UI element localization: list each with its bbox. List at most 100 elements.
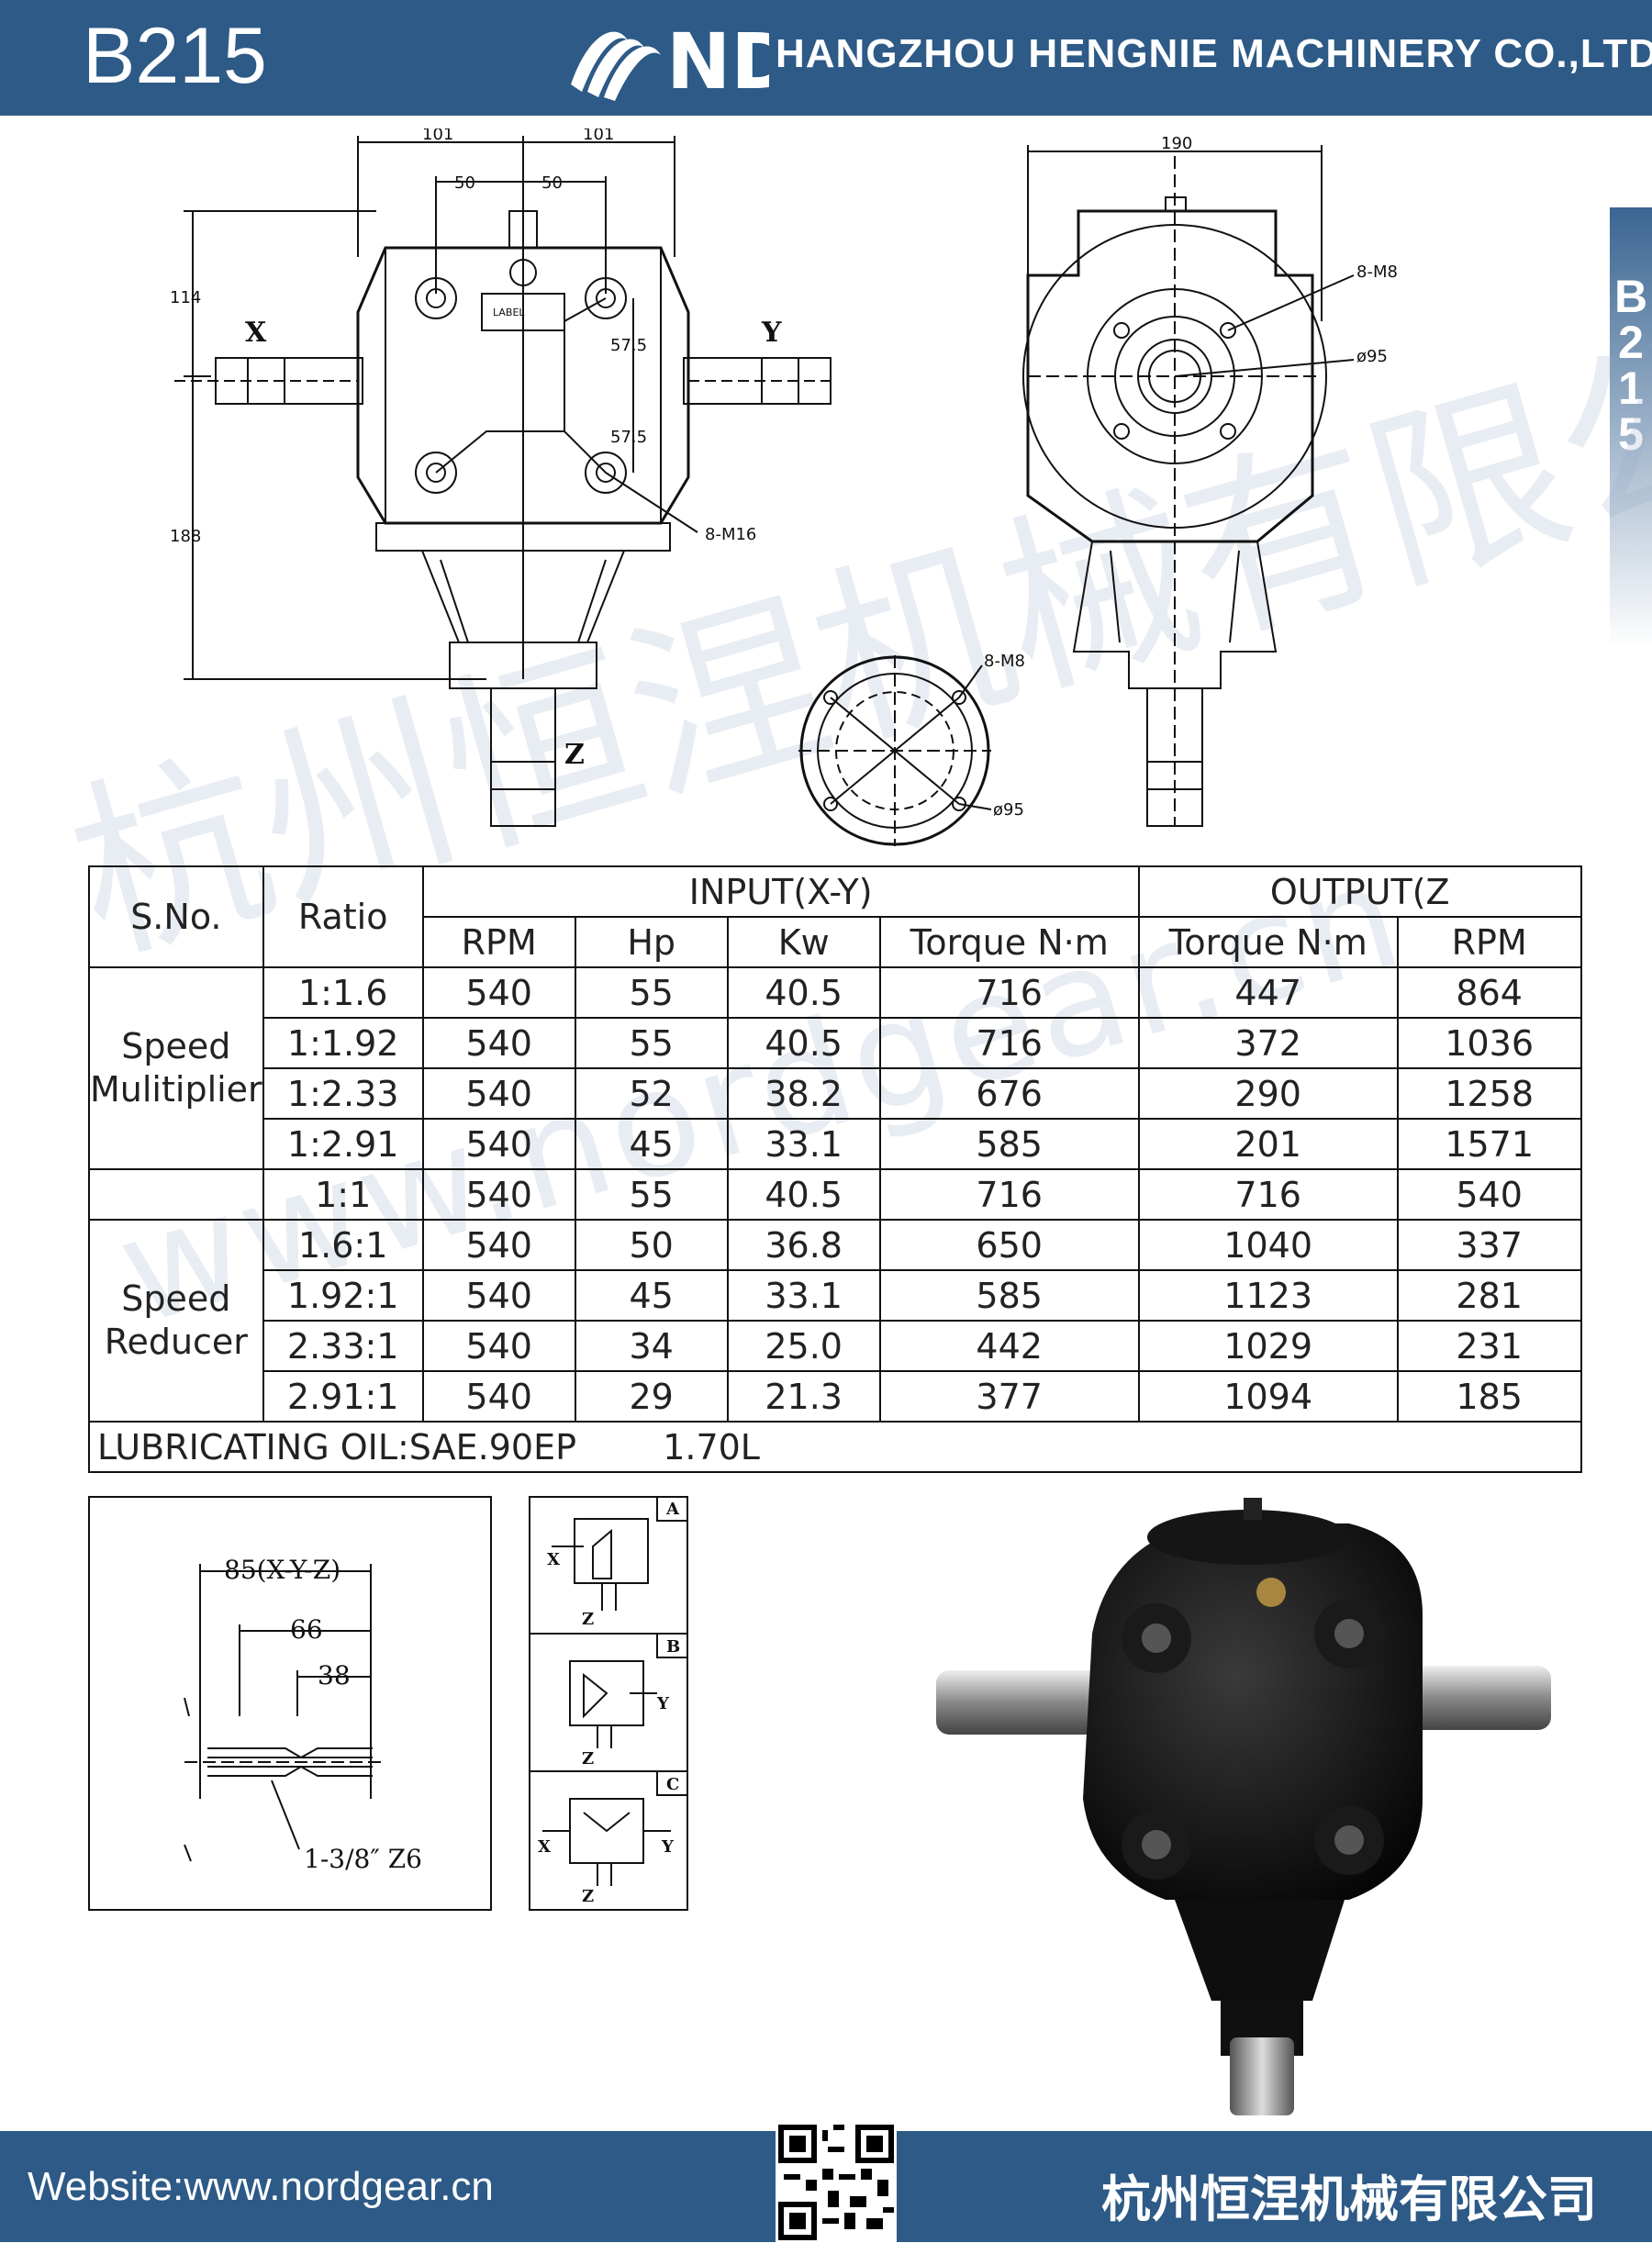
header-bar: B215 ND HANGZHOU HENGNIE MACHINERY CO.,L… [0, 0, 1652, 116]
cell: 36.8 [726, 1219, 881, 1271]
dim-188: 188 [170, 527, 201, 546]
lubrication-cell: LUBRICATING OIL:SAE.90EP 1.70L [88, 1421, 1582, 1473]
side-char: 1 [1618, 363, 1644, 414]
cell: 40.5 [726, 966, 881, 1019]
front-view-drawing: 101 101 50 50 114 188 57.5 57.5 8-M16 LA… [170, 128, 835, 827]
shaft-dim-38: 38 [318, 1660, 351, 1691]
table-header-row: S.No. Ratio INPUT(X-Y) OUTPUT(Z [88, 865, 1582, 968]
config-a-z: Z [582, 1610, 594, 1629]
header-hp: Hp [574, 916, 729, 968]
footer-bar: Website:www.nordgear.cn 杭州恒涅机械有限公司 [0, 2122, 1652, 2243]
cell: 55 [574, 966, 729, 1019]
cell: 1:1.92 [262, 1017, 424, 1069]
cell: 540 [421, 1067, 576, 1120]
cell: 540 [421, 1017, 576, 1069]
cell: 290 [1137, 1067, 1399, 1120]
flange-dim-dia95: ø95 [993, 800, 1024, 820]
cell: 1:2.91 [262, 1118, 424, 1170]
cell: 1029 [1137, 1320, 1399, 1372]
dim-8-m8: 8-M8 [1356, 262, 1398, 282]
config-b-z: Z [582, 1749, 594, 1769]
cell: 540 [421, 966, 576, 1019]
side-view-drawing: 190 8-M8 ø95 [1022, 134, 1398, 827]
table-row: Speed Mulitiplier 1:1.6 540 55 40.5 716 … [88, 966, 1582, 1170]
lubrication-label: LUBRICATING OIL:SAE.90EP [97, 1426, 576, 1467]
cell: 1:2.33 [262, 1067, 424, 1120]
cell: 55 [574, 1168, 729, 1221]
header-sno: S.No. [88, 865, 264, 968]
company-name: HANGZHOU HENGNIE MACHINERY CO.,LTD [776, 31, 1652, 76]
table-subheader-row: RPM Hp Kw Torque N·m Torque N·m RPM [89, 916, 1582, 968]
spec-table: S.No. Ratio INPUT(X-Y) OUTPUT(Z RPM Hp K… [88, 865, 1582, 1473]
cell: 45 [574, 1118, 729, 1170]
cell: 1:1.6 [262, 966, 424, 1019]
dim-dia95: ø95 [1356, 347, 1388, 366]
cell: 281 [1396, 1269, 1582, 1322]
lubrication-row: LUBRICATING OIL:SAE.90EP 1.70L [88, 1421, 1582, 1473]
cell: 377 [878, 1370, 1140, 1423]
shaft-spline-spec: 1-3/8″ Z6 [304, 1844, 422, 1874]
header-torque-out: Torque N·m [1137, 916, 1399, 968]
group-reducer-line2: Reducer [104, 1322, 248, 1362]
side-char: 5 [1618, 408, 1644, 460]
shaft-dim-85: 85(X-Y-Z) [224, 1555, 340, 1585]
cell: 185 [1396, 1370, 1582, 1423]
cell: 540 [421, 1168, 576, 1221]
dim-50-left: 50 [454, 173, 475, 193]
table-row: 1:2.33 540 52 38.2 676 290 1258 [89, 1067, 1582, 1120]
axis-x-label: X [245, 317, 267, 349]
table-row: Speed Reducer 1.6:1 540 50 36.8 650 1040… [88, 1219, 1582, 1423]
cell: 29 [574, 1370, 729, 1423]
cell: 540 [421, 1269, 576, 1322]
dim-101-left: 101 [422, 128, 453, 144]
group-multiplier: Speed Mulitiplier [88, 966, 264, 1170]
config-c-tag: C [666, 1775, 679, 1794]
cell-empty [88, 1168, 264, 1221]
axis-z-label: Z [564, 739, 585, 771]
cell: 585 [878, 1269, 1140, 1322]
config-a-x: X [547, 1550, 560, 1569]
company-name-cn: 杭州恒涅机械有限公司 [1101, 2170, 1597, 2228]
axis-y-label: Y [761, 317, 782, 349]
label-plate: LABEL [493, 307, 525, 318]
cell: 34 [574, 1320, 729, 1372]
qr-code[interactable] [776, 2122, 897, 2243]
cell: 540 [1396, 1168, 1582, 1221]
cell: 40.5 [726, 1017, 881, 1069]
cell: 1258 [1396, 1067, 1582, 1120]
flange-dim-8-m8: 8-M8 [984, 652, 1025, 671]
cell: 52 [574, 1067, 729, 1120]
cell: 1.92:1 [262, 1269, 424, 1322]
cell: 55 [574, 1017, 729, 1069]
rotation-config-diagrams: A B C X Z Y Z X Y Z [529, 1496, 688, 1911]
cell: 1040 [1137, 1219, 1399, 1271]
header-rpm-out: RPM [1396, 916, 1582, 968]
table-row: 2.91:1 540 29 21.3 377 1094 185 [89, 1370, 1582, 1423]
header-output: OUTPUT(Z [1137, 865, 1582, 918]
cell: 40.5 [726, 1168, 881, 1221]
dim-8-m16: 8-M16 [705, 525, 756, 544]
config-c-y: Y [661, 1837, 675, 1857]
cell: 337 [1396, 1219, 1582, 1271]
dim-101-right: 101 [583, 128, 614, 144]
cell: 716 [878, 1168, 1140, 1221]
cell: 540 [421, 1370, 576, 1423]
cell: 650 [878, 1219, 1140, 1271]
config-c-z: Z [582, 1887, 594, 1906]
dim-190: 190 [1161, 134, 1192, 153]
header-ratio: Ratio [262, 865, 424, 968]
cell: 716 [1137, 1168, 1399, 1221]
dim-50-right: 50 [541, 173, 563, 193]
cell: 676 [878, 1067, 1140, 1120]
side-char: B [1613, 271, 1648, 322]
cell: 50 [574, 1219, 729, 1271]
table-row: 1:1 540 55 40.5 716 716 540 [88, 1168, 1582, 1221]
shaft-dim-66: 66 [290, 1614, 323, 1645]
cell: 442 [878, 1320, 1140, 1372]
cell: 372 [1137, 1017, 1399, 1069]
cell: 716 [878, 1017, 1140, 1069]
cell: 1036 [1396, 1017, 1582, 1069]
config-b-y: Y [656, 1694, 670, 1713]
gearbox-photo [936, 1498, 1551, 2115]
side-model-tab: B 2 1 5 [1610, 207, 1652, 648]
